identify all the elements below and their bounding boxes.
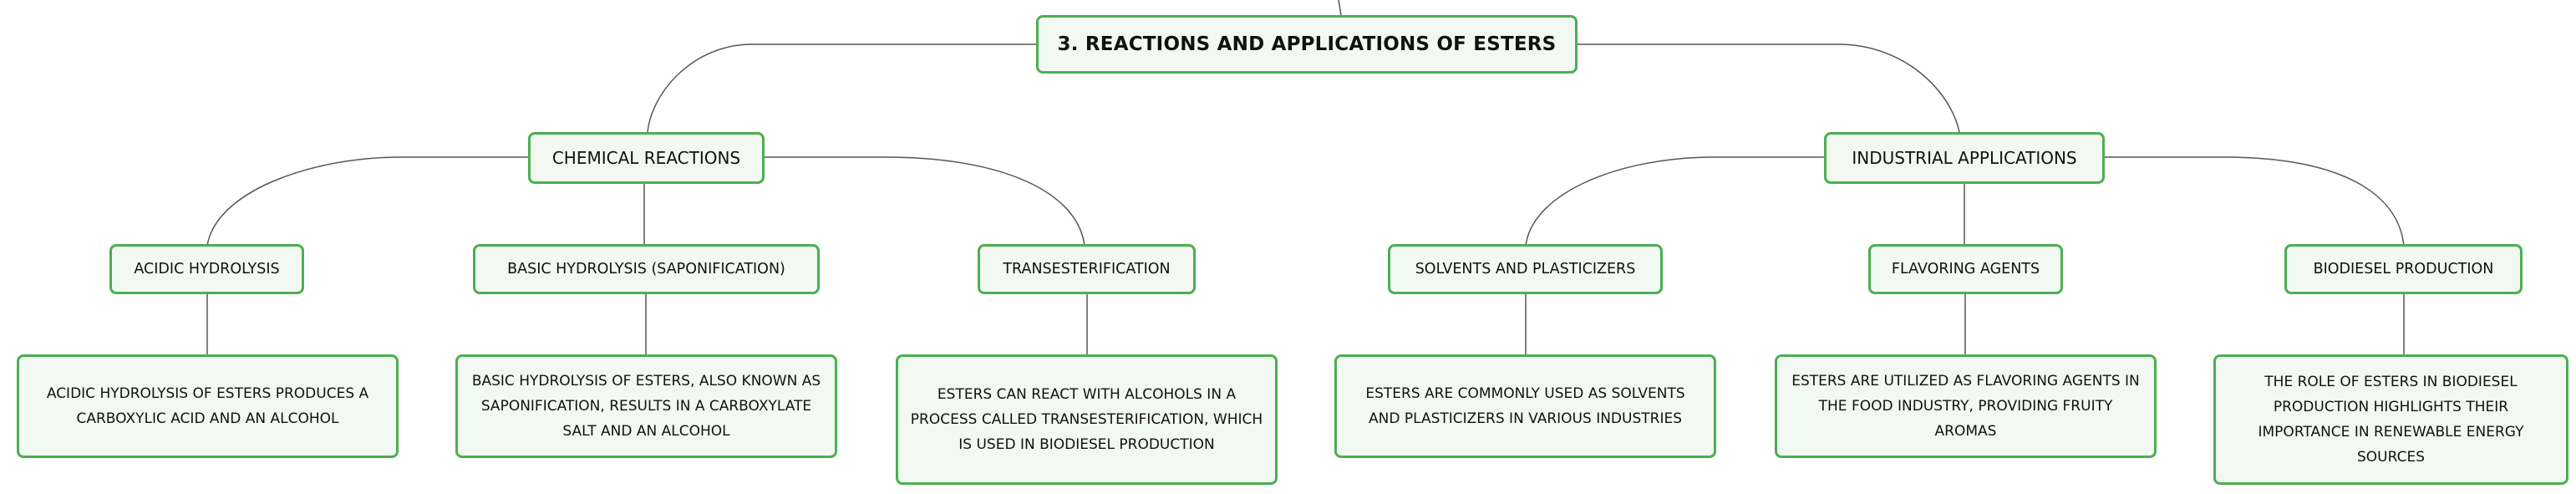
detail-basic-hydrolysis[interactable]: BASIC HYDROLYSIS OF ESTERS, ALSO KNOWN A… [455,354,837,458]
branch-chemical-reactions[interactable]: CHEMICAL REACTIONS [528,132,765,184]
connector-chemical-trans [764,156,1085,247]
connector-top [1338,0,1342,16]
connector-industrial-biodiesel [2104,156,2405,247]
connector-root-chemical [647,43,1036,133]
topic-basic-hydrolysis[interactable]: BASIC HYDROLYSIS (SAPONIFICATION) [473,244,820,294]
detail-solvents-plasticizers[interactable]: ESTERS ARE COMMONLY USED AS SOLVENTS AND… [1334,354,1716,458]
detail-biodiesel-production[interactable]: THE ROLE OF ESTERS IN BIODIESEL PRODUCTI… [2213,354,2568,485]
connector-industrial-solvents [1525,156,1824,247]
root-topic[interactable]: 3. REACTIONS AND APPLICATIONS OF ESTERS [1036,15,1578,74]
detail-transesterification[interactable]: ESTERS CAN REACT WITH ALCOHOLS IN A PROC… [896,354,1278,485]
connector-root-industrial [1578,43,1960,133]
detail-flavoring-agents[interactable]: ESTERS ARE UTILIZED AS FLAVORING AGENTS … [1775,354,2157,458]
connector-chemical-acidic [206,156,528,247]
topic-flavoring-agents[interactable]: FLAVORING AGENTS [1868,244,2063,294]
topic-solvents-plasticizers[interactable]: SOLVENTS AND PLASTICIZERS [1388,244,1663,294]
topic-acidic-hydrolysis[interactable]: ACIDIC HYDROLYSIS [109,244,304,294]
detail-acidic-hydrolysis[interactable]: ACIDIC HYDROLYSIS OF ESTERS PRODUCES A C… [17,354,399,458]
branch-industrial-applications[interactable]: INDUSTRIAL APPLICATIONS [1824,132,2105,184]
topic-transesterification[interactable]: TRANSESTERIFICATION [978,244,1196,294]
topic-biodiesel-production[interactable]: BIODIESEL PRODUCTION [2284,244,2523,294]
